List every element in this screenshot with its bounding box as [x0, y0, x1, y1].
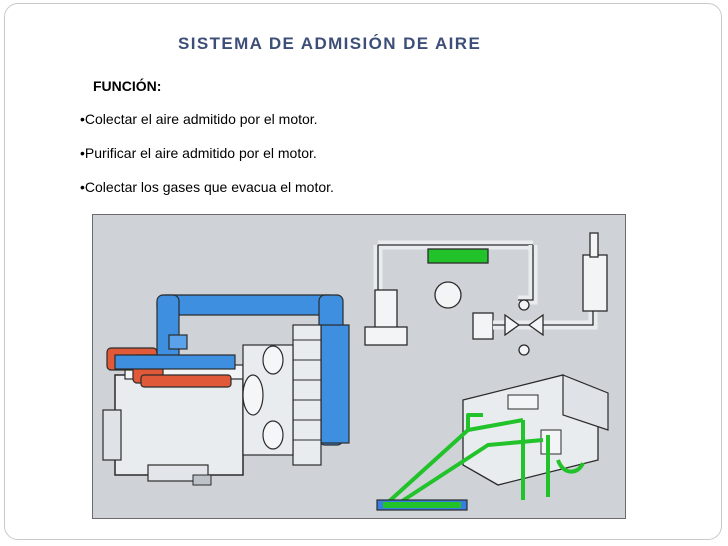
- function-list: •Colectar el aire admitido por el motor.…: [80, 110, 334, 212]
- slide-title: SISTEMA DE ADMISIÓN DE AIRE: [178, 34, 482, 53]
- air-intake-system-diagram: [92, 214, 626, 519]
- diagram-illustration: [102, 232, 609, 511]
- intake-schematic: [364, 232, 608, 356]
- engine-block-3d: [462, 374, 609, 486]
- fan-assembly: [242, 344, 294, 456]
- bullet-item-purify-air: •Purificar el aire admitido por el motor…: [80, 145, 317, 161]
- oil-cooler: [376, 499, 468, 511]
- bullet-item-collect-exhaust: •Colectar los gases que evacua el motor.: [80, 179, 334, 195]
- function-heading: FUNCIÓN:: [93, 78, 162, 94]
- coolant-lines: [383, 413, 585, 509]
- intercooler: [292, 324, 350, 466]
- bullet-item-collect-air: •Colectar el aire admitido por el motor.: [80, 111, 318, 127]
